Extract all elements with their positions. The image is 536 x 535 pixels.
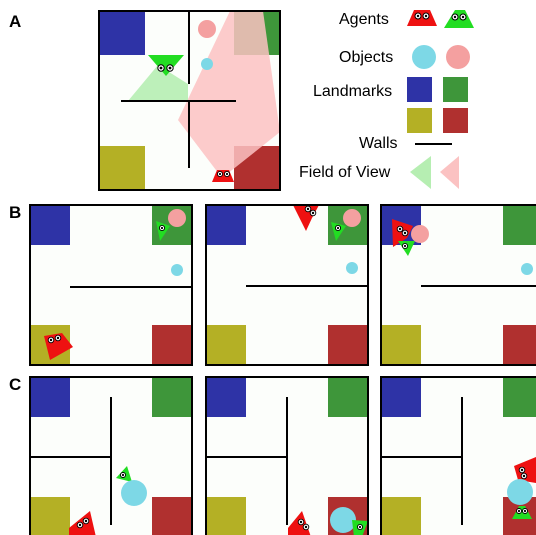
legend-agent-green-icon [444,10,474,28]
landmark-blue [206,377,246,417]
panel-c-room-3 [380,376,536,535]
legend: Agents Objects Landmarks Walls Field of … [299,10,474,189]
agent-red [288,511,311,535]
agent-green [352,520,368,535]
landmark-olive [381,497,421,535]
landmark-olive [99,146,145,190]
object-cyan [330,507,356,533]
panel-a-room [98,10,281,191]
agent-green [398,241,415,256]
legend-landmark-green-icon [443,77,468,102]
landmark-blue [30,205,70,245]
panel-b-room-2 [205,204,369,366]
object-cyan [346,262,358,274]
legend-fov-green-icon [410,156,431,189]
landmark-red [328,325,368,365]
legend-object-cyan-icon [412,45,436,69]
agent-green [156,221,170,241]
landmark-green [328,377,368,417]
object-cyan [201,58,213,70]
agent-green [116,466,132,482]
landmark-red [503,325,536,365]
legend-agents-label: Agents [339,11,389,28]
landmark-olive [206,497,246,535]
landmark-red [152,325,192,365]
fov-green-region [128,65,188,101]
agent-red [69,511,96,535]
agent-red [212,170,234,182]
legend-agent-red-icon [407,10,437,26]
object-pink [198,20,216,38]
landmark-green [152,377,192,417]
panel-c-room-2 [205,376,369,535]
agent-green [331,222,346,241]
legend-landmarks-label: Landmarks [313,83,392,100]
object-cyan [507,479,533,505]
panel-label-a: A [9,12,21,31]
legend-objects-label: Objects [339,49,393,66]
legend-walls-label: Walls [359,135,398,152]
legend-object-pink-icon [446,45,470,69]
agent-red [514,457,536,483]
agent-red [392,219,413,247]
landmark-blue [30,377,70,417]
legend-fov-label: Field of View [299,164,391,181]
landmark-blue [381,377,421,417]
object-cyan [521,263,533,275]
panel-label-c: C [9,375,21,394]
object-cyan [121,480,147,506]
fov-pink-region [178,11,280,178]
agent-green [512,506,532,519]
object-cyan [171,264,183,276]
panel-b-room-3 [380,204,536,366]
landmark-blue [99,11,145,55]
legend-landmark-red-icon [443,108,468,133]
object-pink [343,209,361,227]
legend-fov-pink-icon [440,156,459,189]
landmark-olive [30,497,70,535]
panel-c-room-1 [29,376,193,535]
object-pink [411,225,429,243]
landmark-olive [206,325,246,365]
panel-label-b: B [9,203,21,222]
landmark-blue [206,205,246,245]
landmark-red [152,497,192,535]
landmark-olive [381,325,421,365]
object-pink [168,209,186,227]
landmark-green [503,205,536,245]
landmark-green [503,377,536,417]
agent-green [148,55,184,76]
agent-red [293,205,319,231]
legend-landmark-olive-icon [407,108,432,133]
panel-b-room-1 [29,204,193,366]
legend-landmark-blue-icon [407,77,432,102]
agent-red [44,333,73,360]
